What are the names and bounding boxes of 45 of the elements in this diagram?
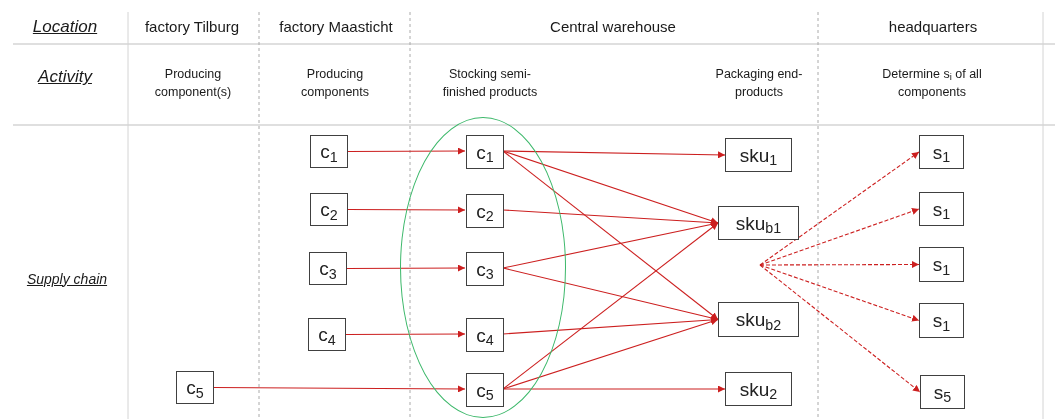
component-box: c$_{2}$ bbox=[310, 193, 348, 226]
table-text: Activity bbox=[38, 66, 92, 89]
table-text: factory Maasticht bbox=[279, 16, 393, 37]
component-box: c$_{5}$ bbox=[176, 371, 214, 404]
component-box: c$_{5}$ bbox=[466, 373, 504, 407]
arrow bbox=[502, 385, 726, 393]
component-box: c$_{4}$ bbox=[308, 318, 346, 351]
arrow bbox=[759, 151, 920, 266]
arrow bbox=[759, 264, 920, 322]
arrow bbox=[502, 150, 719, 321]
table-text: Supply chain bbox=[26, 269, 108, 289]
arrow bbox=[759, 261, 920, 268]
component-box: s$_{5}$ bbox=[920, 375, 965, 409]
arrow bbox=[759, 264, 921, 393]
component-box: c$_{1}$ bbox=[466, 135, 504, 169]
arrow bbox=[346, 264, 466, 272]
component-box: c$_{3}$ bbox=[309, 252, 347, 285]
component-box: sku$_{2}$ bbox=[725, 372, 792, 406]
table-text: headquarters bbox=[888, 16, 978, 37]
component-box: s$_{1}$ bbox=[919, 192, 964, 226]
arrow bbox=[347, 147, 466, 155]
arrow bbox=[502, 150, 719, 225]
component-box: sku$_{b2}$ bbox=[718, 302, 799, 337]
arrow bbox=[213, 385, 466, 393]
arrow bbox=[502, 150, 726, 159]
arrow bbox=[345, 330, 466, 338]
component-box: sku$_{b1}$ bbox=[718, 206, 799, 240]
component-box: s$_{1}$ bbox=[919, 247, 964, 282]
component-box: c$_{1}$ bbox=[310, 135, 348, 168]
arrow bbox=[347, 206, 466, 214]
table-text: Producing components bbox=[299, 66, 371, 101]
table-text: Location bbox=[32, 16, 98, 39]
component-box: s$_{1}$ bbox=[919, 303, 964, 338]
arrow bbox=[502, 222, 719, 390]
component-box: s$_{1}$ bbox=[919, 135, 964, 169]
table-text: Stocking semi-finished products bbox=[441, 66, 539, 101]
table-text: Producing component(s) bbox=[153, 66, 233, 101]
component-box: sku$_{1}$ bbox=[725, 138, 792, 172]
component-box: c$_{2}$ bbox=[466, 194, 504, 228]
table-text: Determine s$_{i}$ of all components bbox=[881, 66, 983, 101]
component-box: c$_{4}$ bbox=[466, 318, 504, 352]
table-text: Packaging end-products bbox=[714, 66, 804, 101]
component-box: c$_{3}$ bbox=[466, 252, 504, 286]
table-text: factory Tilburg bbox=[144, 16, 240, 37]
table-text: Central warehouse bbox=[550, 16, 676, 37]
